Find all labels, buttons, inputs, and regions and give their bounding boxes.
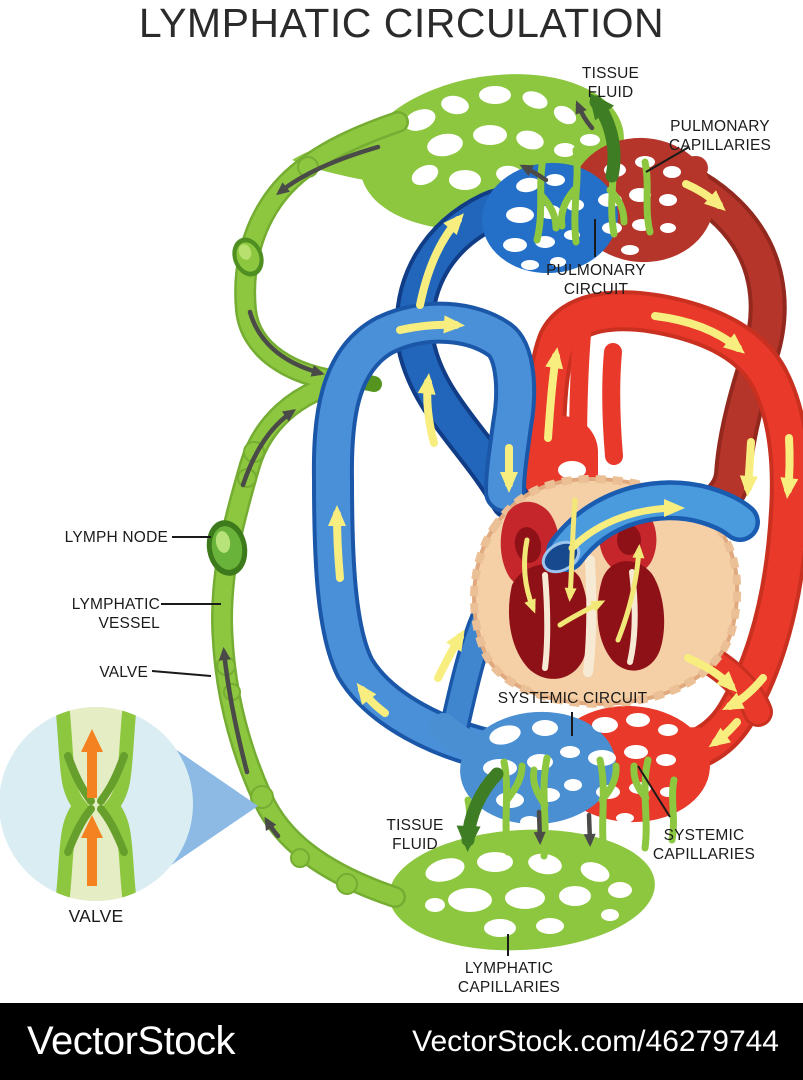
label-tissue-fluid-bottom: TISSUE FLUID xyxy=(386,817,444,854)
label-systemic-circuit: SYSTEMIC CIRCUIT xyxy=(497,690,648,707)
label-lymphatic-capillaries: LYMPHATIC CAPILLARIES xyxy=(457,960,561,997)
flow-arrows-yellow xyxy=(328,180,799,748)
page-title: LYMPHATIC CIRCULATION xyxy=(138,0,665,46)
lymphatic-vessel-path xyxy=(206,111,409,908)
label-lymph-node: LYMPH NODE xyxy=(64,529,168,546)
label-lymphatic-vessel: LYMPHATIC VESSEL xyxy=(71,596,160,633)
lymph-flow-arrows xyxy=(218,100,596,847)
diagram-canvas xyxy=(0,74,803,956)
label-tissue-fluid-top: TISSUE FLUID xyxy=(581,65,640,102)
label-pulmonary-capillaries: PULMONARY CAPILLARIES xyxy=(668,118,772,155)
lymphatic-capillary-network-bottom xyxy=(389,829,655,951)
tissue-fluid-arrows xyxy=(456,92,621,852)
watermark-bar: VectorStock VectorStock.com/46279744 xyxy=(0,1003,803,1080)
label-pointer-lines xyxy=(151,146,690,956)
valve-magnifier-inset xyxy=(0,707,258,901)
watermark-credit: VectorStock.com/46279744 xyxy=(412,1024,779,1058)
watermark-brand: VectorStock xyxy=(27,1019,235,1063)
label-pulmonary-circuit: PULMONARY CIRCUIT xyxy=(546,262,646,299)
lymph-node-shape xyxy=(206,237,264,576)
heart-flow-arrows xyxy=(522,497,645,643)
label-valve-inset: VALVE xyxy=(68,906,124,926)
lymph-tendrils xyxy=(464,146,678,866)
label-systemic-capillaries: SYSTEMIC CAPILLARIES xyxy=(652,827,756,864)
label-valve: VALVE xyxy=(99,664,148,681)
